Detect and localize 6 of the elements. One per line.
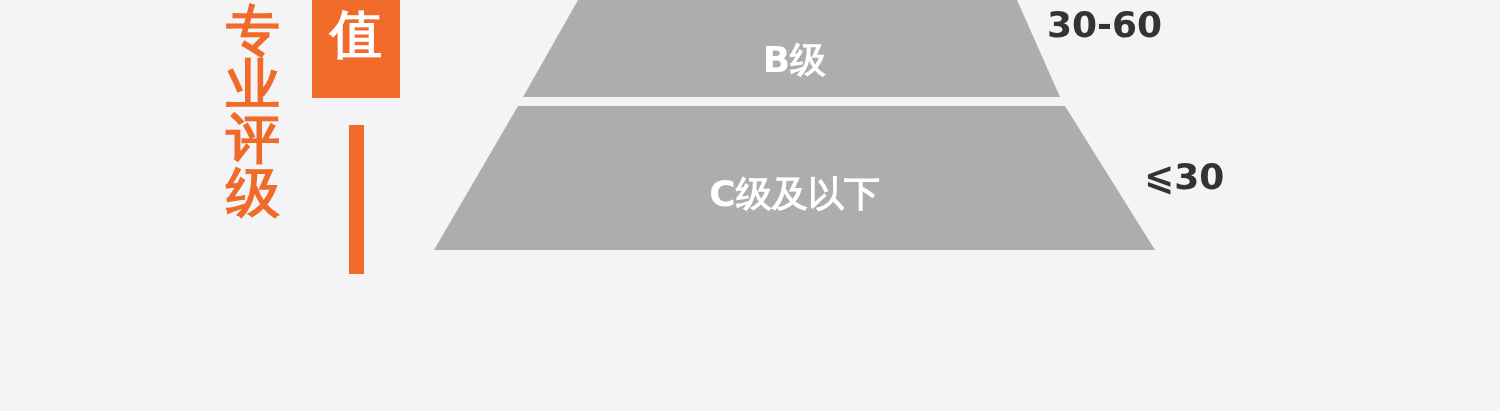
tier-label: C级及以下 (709, 171, 880, 216)
tier-label: B级 (762, 38, 827, 82)
range-label: 30-60 (1047, 4, 1163, 45)
vertical-heading: 专业评级 (226, 4, 280, 220)
range-label: ⩽30 (1144, 156, 1225, 197)
box-label: 值 (330, 3, 382, 66)
